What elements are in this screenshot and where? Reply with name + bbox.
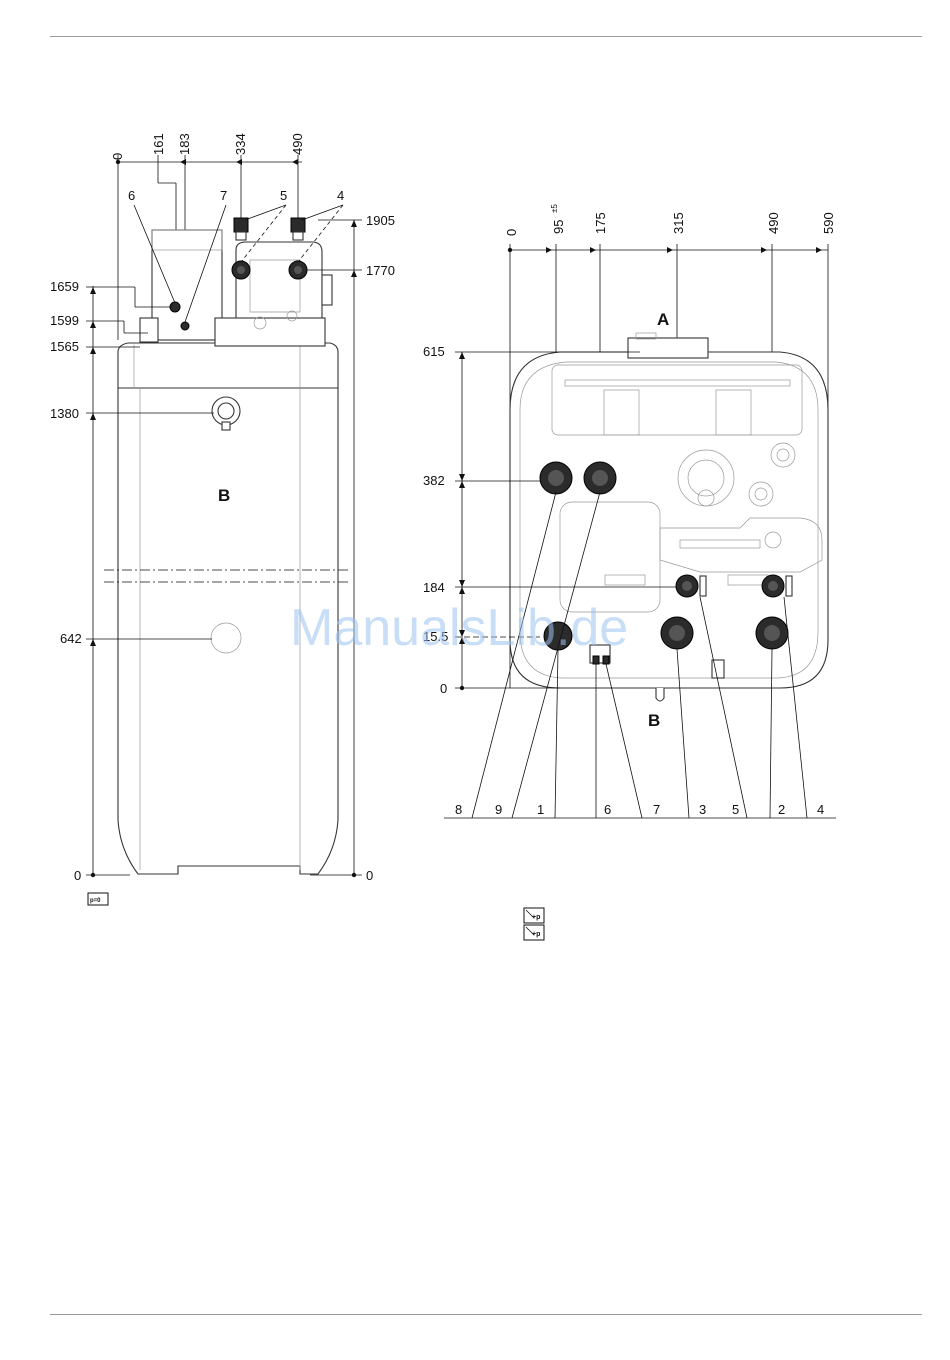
height-label: 382: [423, 473, 445, 488]
callout-label: 5: [732, 802, 739, 817]
height-label: 1380: [50, 406, 79, 421]
height-label: 0: [74, 868, 81, 883]
callout-label: 7: [220, 188, 227, 203]
callout-label: 7: [653, 802, 660, 817]
height-label: 0: [366, 868, 373, 883]
callout-label: 8: [455, 802, 462, 817]
dim-label: 175: [593, 212, 608, 234]
callout-label: 1: [537, 802, 544, 817]
left-top-dimensions: 0 161 183 334 490: [110, 133, 305, 160]
callout-label: 2: [778, 802, 785, 817]
dim-label: 315: [671, 212, 686, 234]
callout-label: 4: [817, 802, 824, 817]
callout-label: 6: [128, 188, 135, 203]
dim-label: 95: [551, 220, 566, 234]
label-b-right: B: [648, 711, 660, 730]
dim-label: 0: [110, 153, 125, 160]
pressure-icon: +p: [524, 925, 544, 940]
height-label: 1565: [50, 339, 79, 354]
callout-label: 3: [699, 802, 706, 817]
watermark: ManualsLib.de: [290, 599, 628, 657]
tank-collar: [118, 343, 338, 388]
label-a: A: [657, 310, 669, 329]
height-label: 615: [423, 344, 445, 359]
dim-label: 590: [821, 212, 836, 234]
callout-label: 5: [280, 188, 287, 203]
left-view: 0 161 183 334 490: [50, 133, 395, 905]
dim-label: 161: [151, 133, 166, 155]
pressure-icon-label: +p: [532, 914, 540, 921]
label-b-left: B: [218, 486, 230, 505]
callout-label: 6: [604, 802, 611, 817]
dim-label: 490: [290, 133, 305, 155]
dim-label: 334: [233, 133, 248, 155]
right-view: 0 95 ±5 175 315 490 590: [423, 204, 836, 940]
height-label: 1905: [366, 213, 395, 228]
pressure-icon-label: p=0: [90, 898, 101, 904]
dim-tolerance: ±5: [550, 204, 559, 213]
height-label: 1599: [50, 313, 79, 328]
dim-label: 0: [504, 229, 519, 236]
height-label: 642: [60, 631, 82, 646]
pressure-icon: +p: [524, 908, 544, 923]
callout-label: 9: [495, 802, 502, 817]
callout-label: 4: [337, 188, 344, 203]
pressure-icon-label: +p: [532, 931, 540, 938]
height-label: 1659: [50, 279, 79, 294]
height-label: 0: [440, 681, 447, 696]
dim-label: 490: [766, 212, 781, 234]
height-label: 1770: [366, 263, 395, 278]
height-label: 184: [423, 580, 445, 595]
dim-label: 183: [177, 133, 192, 155]
